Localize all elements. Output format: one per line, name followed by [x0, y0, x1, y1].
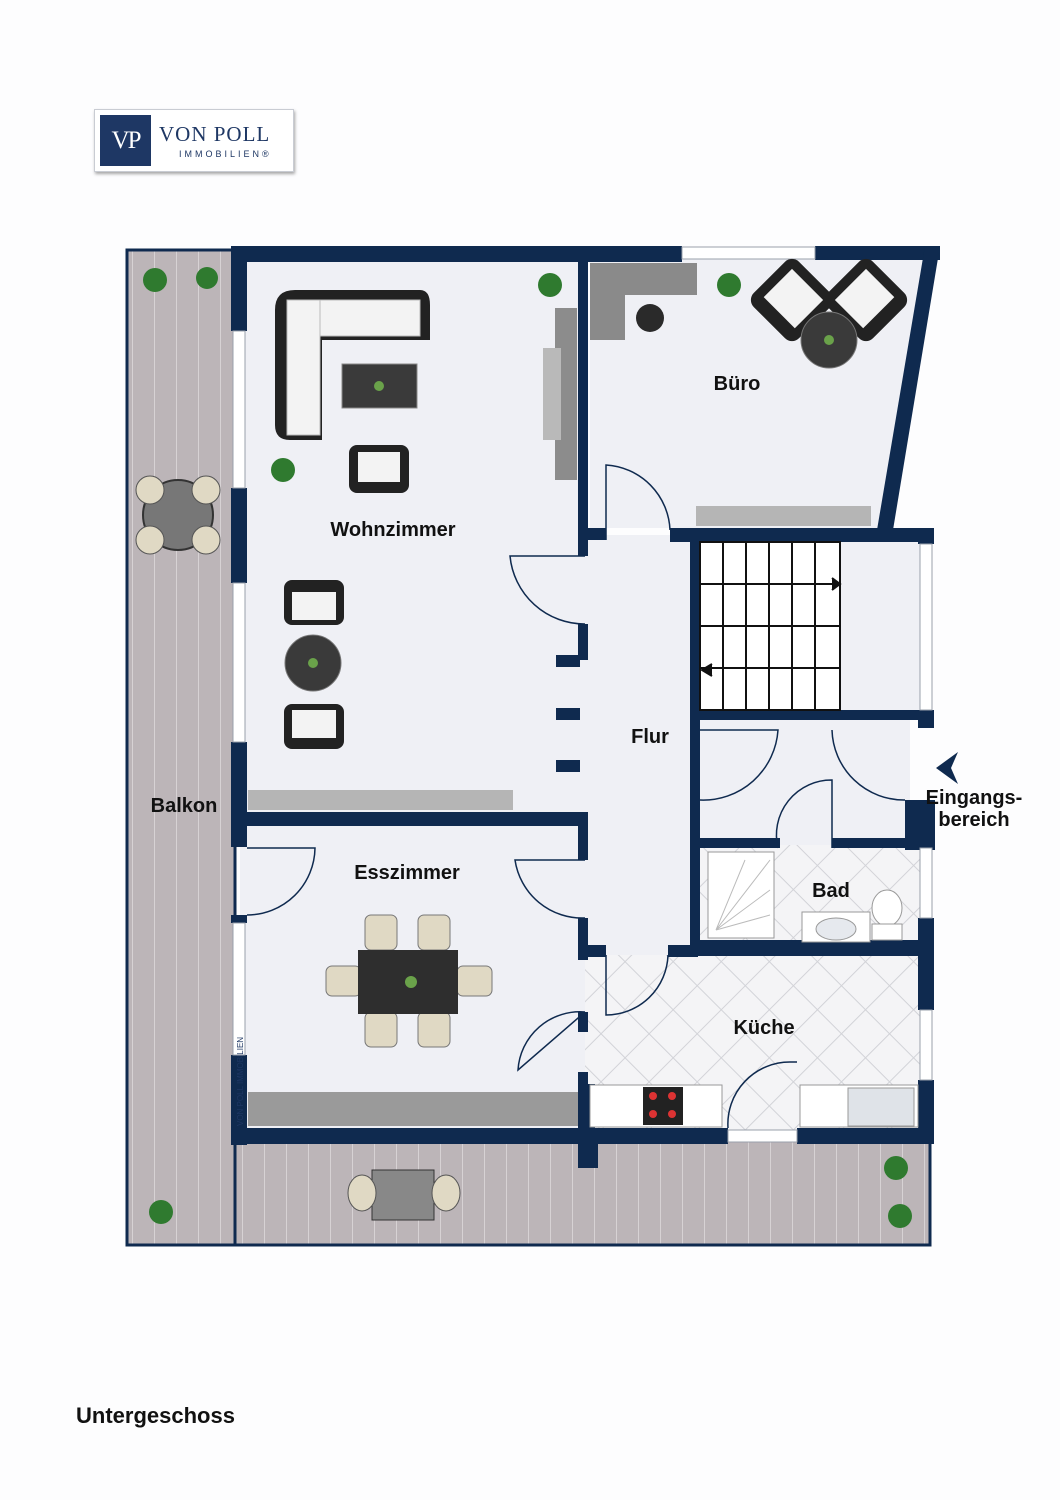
balcony-deck: [125, 248, 932, 1247]
walls: [231, 246, 940, 1168]
toilet: [871, 889, 903, 941]
brand-name: VON POLL: [159, 122, 271, 146]
coffee-table: [341, 363, 418, 409]
tv-sideboard: [543, 308, 577, 480]
desk: [590, 263, 697, 340]
floor-name: Untergeschoss: [76, 1403, 235, 1428]
armchair: [349, 445, 409, 493]
radiator: [248, 790, 513, 810]
brand-logo: VP VON POLL IMMOBILIEN®: [94, 109, 294, 172]
washbasin: [801, 911, 871, 943]
sofa: [275, 290, 430, 440]
room-label-wohnzimmer: Wohnzimmer: [330, 519, 455, 541]
doors: [246, 464, 906, 1129]
room-label-balkon: Balkon: [151, 795, 218, 817]
plant-icon: [143, 267, 912, 1228]
dining-table: [325, 914, 493, 1048]
shower: [707, 851, 775, 939]
entrance-arrow-icon: [936, 752, 958, 784]
svg-text:VON POLL IMMOBILIEN: VON POLL IMMOBILIEN: [236, 1037, 245, 1126]
sideboard: [248, 1092, 578, 1126]
room-label-eingang-line2: bereich: [938, 809, 1009, 831]
brand-subtitle: IMMOBILIEN®: [179, 149, 272, 159]
room-label-flur: Flur: [631, 726, 669, 748]
balcony-table-set-south: [347, 1169, 461, 1221]
office-lounge: [750, 258, 908, 369]
brand-monogram: VP: [100, 115, 151, 166]
staircase: [699, 541, 842, 711]
room-label-eingang-line1: Eingangs-: [926, 787, 1023, 809]
room-label-kueche: Küche: [733, 1017, 794, 1039]
lounge-set: [284, 580, 344, 749]
room-label-bad: Bad: [812, 880, 850, 902]
radiator: [696, 506, 871, 526]
room-label-esszimmer: Esszimmer: [354, 862, 460, 884]
windows: [232, 246, 933, 1143]
wall-watermark: VON POLL IMMOBILIEN: [236, 1037, 245, 1126]
kitchen-counter: [589, 1084, 919, 1128]
balcony-table-set: [135, 475, 221, 555]
room-label-buero: Büro: [714, 373, 761, 395]
